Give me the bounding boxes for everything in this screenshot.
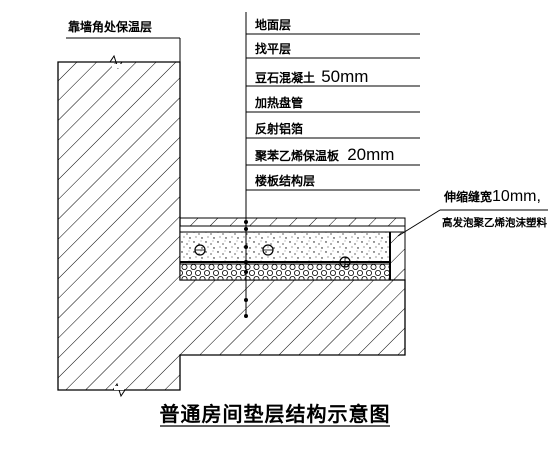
layer-label-insulation-text: 聚苯乙烯保温板	[255, 149, 340, 163]
layer-label-slab: 楼板结构层	[255, 174, 316, 188]
layer-label-surface: 地面层	[255, 18, 292, 32]
joint-note-line2: 高发泡聚乙烯泡沫塑料	[442, 217, 547, 229]
joint-note-line1: 伸缩缝宽10mm,	[444, 188, 541, 205]
layer-label-concrete: 豆石混凝土 50mm	[255, 67, 369, 86]
layer-label-leveling: 找平层	[255, 42, 292, 56]
layer-label-insulation-board: 聚苯乙烯保温板 20mm	[255, 145, 395, 164]
joint-note-dim: 10mm,	[492, 188, 541, 205]
wall-insulation-label: 靠墙角处保温层	[68, 20, 153, 34]
heating-pipes	[194, 244, 351, 268]
layer-leader	[244, 12, 420, 318]
layer-label-foil: 反射铝箔	[255, 122, 304, 136]
diagram-title: 普通房间垫层结构示意图	[159, 402, 391, 426]
joint-leader	[397, 209, 548, 237]
layer-label-concrete-text: 豆石混凝土	[255, 71, 316, 85]
wall-and-slab	[57, 54, 406, 398]
layer-label-heating-pipe: 加热盘管	[255, 96, 304, 110]
joint-note-prefix: 伸缩缝宽	[444, 190, 493, 204]
layer-label-concrete-dim: 50mm	[321, 67, 369, 86]
floor-layers	[179, 217, 406, 281]
wall-insulation-leader	[66, 37, 181, 62]
layer-label-insulation-dim: 20mm	[347, 145, 395, 164]
